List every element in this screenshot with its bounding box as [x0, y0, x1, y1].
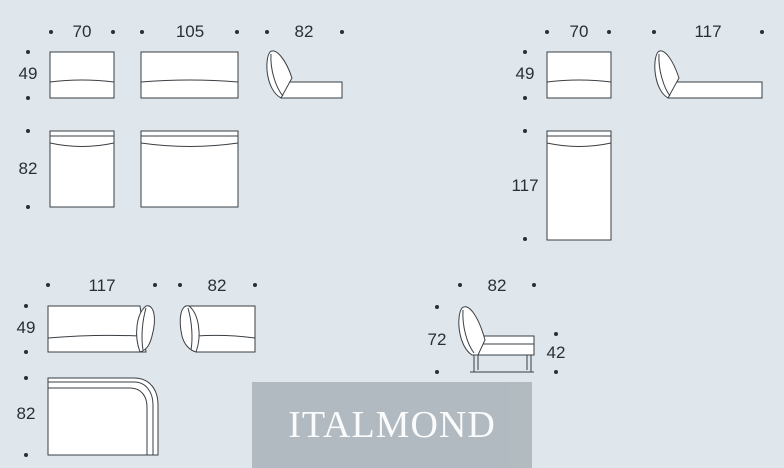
two-seat-module-plan	[140, 130, 239, 208]
chaise-module-plan	[546, 130, 612, 241]
arm-module-front	[47, 305, 155, 353]
dim-dot	[111, 30, 115, 34]
dim-dot	[532, 283, 536, 287]
width-label-chaise-side: 117	[694, 22, 721, 41]
top-right-group: 70 117 49 117	[511, 22, 764, 241]
dim-dot	[340, 30, 344, 34]
dim-dot	[523, 96, 527, 100]
dim-dot	[140, 30, 144, 34]
dim-dot	[46, 283, 50, 287]
dim-dot	[235, 30, 239, 34]
dim-dot	[554, 332, 558, 336]
dim-dot	[178, 283, 182, 287]
width-label-corner: 82	[208, 276, 227, 295]
bottom-left-group: 117 82 49 82	[17, 276, 257, 457]
arm-module-plan	[47, 377, 159, 456]
armchair-group: 82 72 42	[428, 276, 566, 374]
width-label-side: 82	[295, 22, 314, 41]
dim-dot	[24, 453, 28, 457]
chaise-module-side-profile	[654, 50, 763, 99]
armless-module-front	[49, 51, 115, 99]
dim-dot	[523, 237, 527, 241]
dim-dot	[24, 350, 28, 354]
dim-dot	[435, 370, 439, 374]
dim-dot	[26, 129, 30, 133]
width-label-arm-module: 117	[88, 276, 115, 295]
module-side-profile	[266, 50, 343, 99]
chaise-module-front	[546, 51, 612, 99]
dim-dot	[554, 370, 558, 374]
armless-module-plan	[49, 130, 115, 208]
width-label-two-seat: 105	[176, 22, 204, 41]
dim-dot	[523, 50, 527, 54]
dim-dot	[607, 30, 611, 34]
dim-dot	[760, 30, 764, 34]
watermark-text: ITALMOND	[288, 404, 496, 446]
dim-dot	[49, 30, 53, 34]
height-label-49: 49	[19, 64, 38, 83]
height-label-chair: 72	[428, 330, 447, 349]
width-label-chaise-front: 70	[570, 22, 589, 41]
dim-dot	[24, 376, 28, 380]
dim-dot	[435, 305, 439, 309]
height-label-117: 117	[511, 176, 538, 195]
seat-height-label: 42	[547, 343, 566, 362]
height-label-49: 49	[516, 64, 535, 83]
top-left-group: 70 105 82 49 82	[19, 22, 344, 209]
dim-dot	[545, 30, 549, 34]
dim-dot	[24, 304, 28, 308]
armchair-side-profile	[458, 306, 535, 373]
height-label-49: 49	[17, 318, 36, 337]
height-label-82: 82	[19, 159, 38, 178]
dim-dot	[26, 205, 30, 209]
dim-dot	[253, 283, 257, 287]
width-label-armless: 70	[73, 22, 92, 41]
height-label-82: 82	[17, 404, 36, 423]
dim-dot	[652, 30, 656, 34]
dim-dot	[265, 30, 269, 34]
corner-module-front	[179, 305, 256, 353]
watermark-logo: ITALMOND	[252, 382, 532, 468]
dim-dot	[458, 283, 462, 287]
dim-dot	[26, 50, 30, 54]
two-seat-module-front	[140, 51, 239, 99]
dim-dot	[153, 283, 157, 287]
dim-dot	[523, 129, 527, 133]
width-label-chair: 82	[488, 276, 507, 295]
dim-dot	[26, 96, 30, 100]
